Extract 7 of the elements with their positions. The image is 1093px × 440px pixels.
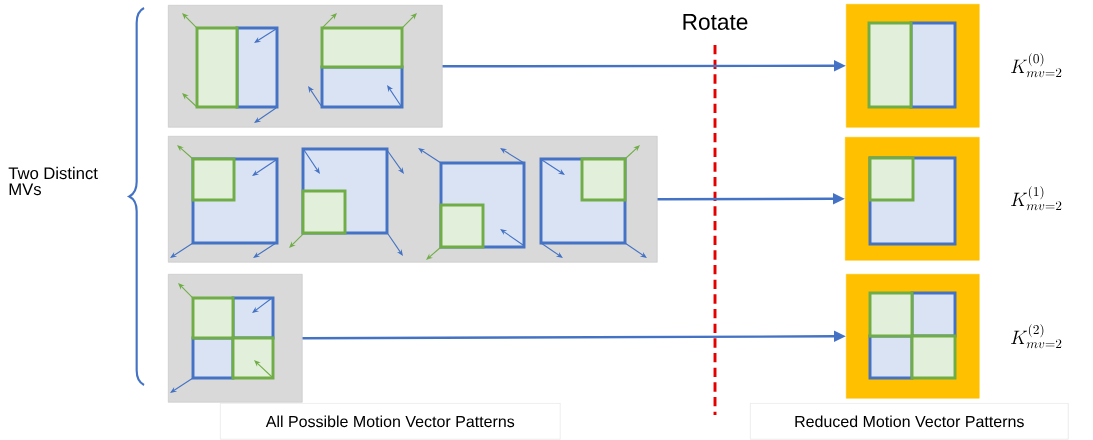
formula-label: $K_{mv=2}^{(1)}$: [1011, 185, 1062, 211]
formula-label: $K_{mv=2}^{(2)}$: [1011, 323, 1062, 349]
caption-box: Reduced Motion Vector Patterns: [750, 403, 1069, 440]
side-label: Two Distinct MVs: [8, 166, 98, 196]
formula-label: $K_{mv=2}^{(0)}$: [1011, 52, 1062, 78]
caption-box: All Possible Motion Vector Patterns: [220, 403, 561, 440]
heading: Rotate: [683, 14, 748, 30]
